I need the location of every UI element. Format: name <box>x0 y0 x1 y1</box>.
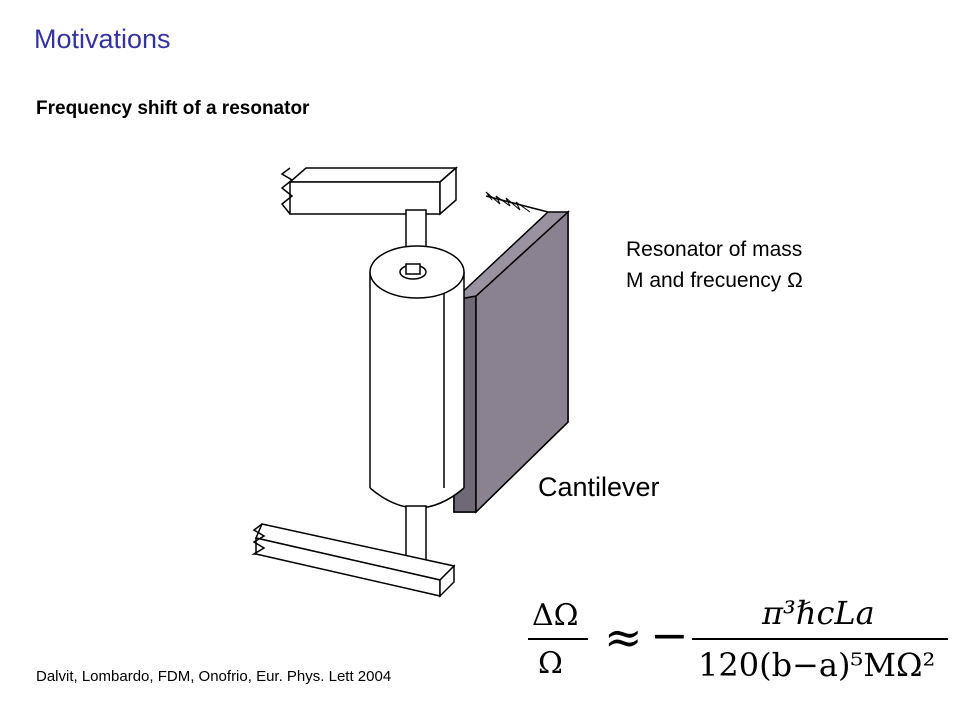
formula-lhs-numerator: ΔΩ <box>532 598 579 633</box>
citation: Dalvit, Lombardo, FDM, Onofrio, Eur. Phy… <box>36 668 392 685</box>
slide-title: Motivations <box>34 24 171 54</box>
resonator-cylinder <box>369 245 465 509</box>
resonator-label-line1: Resonator of mass <box>626 238 803 261</box>
formula-lhs-denominator: Ω <box>538 646 563 681</box>
resonator-label: Resonator of mass M and frecuency Ω <box>626 234 803 296</box>
formula-rhs-fraction-bar <box>692 638 948 640</box>
resonator-label-line2: M and frecuency Ω <box>626 269 803 292</box>
bottom-support-beam <box>251 523 456 598</box>
formula-approx-sign: ≈ <box>604 610 643 664</box>
formula-minus-sign: − <box>650 608 689 662</box>
cantilever-label: Cantilever <box>538 472 660 502</box>
formula-rhs-denominator: 120(b−a)⁵MΩ² <box>698 646 936 684</box>
slide-subtitle: Frequency shift of a resonator <box>36 98 310 119</box>
top-support-beam <box>280 166 458 216</box>
formula-rhs-numerator: π³ℏcLa <box>762 594 875 632</box>
formula-lhs-fraction-bar <box>528 638 588 640</box>
cantilever-plate <box>451 191 570 514</box>
frequency-shift-formula: ΔΩ Ω ≈ − π³ℏcLa 120(b−a)⁵MΩ² <box>520 590 950 690</box>
